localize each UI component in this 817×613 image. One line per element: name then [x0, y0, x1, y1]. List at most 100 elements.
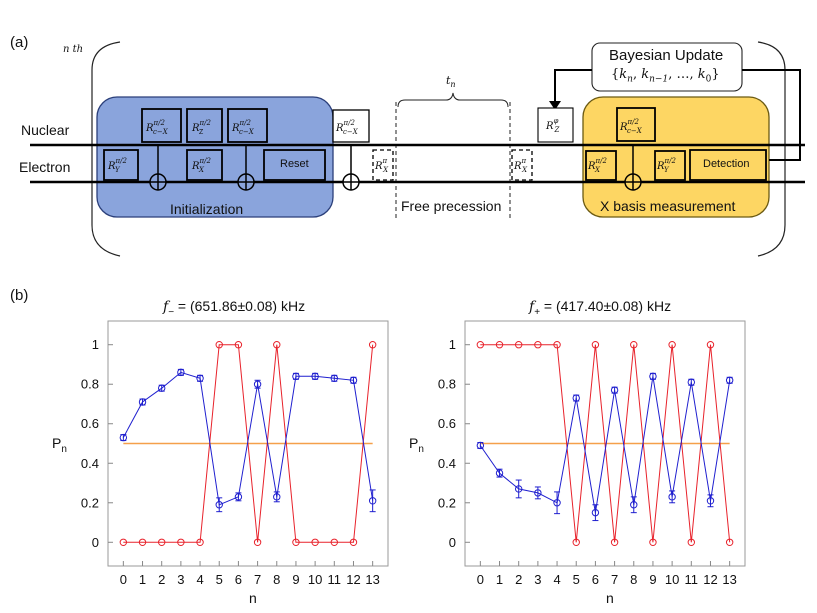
chart-2-title: f+ = (417.40±0.08) kHz	[529, 298, 672, 318]
data-point	[476, 441, 485, 450]
x-tick-label: 7	[254, 572, 261, 587]
data-point	[649, 538, 657, 546]
data-point	[330, 374, 339, 382]
x-tick-label: 10	[308, 572, 322, 587]
y-tick-label: 0.8	[81, 377, 99, 392]
x-tick-label: 3	[534, 572, 541, 587]
gate-ry-half-2	[654, 150, 686, 181]
free-precession-label: Free precession	[401, 198, 502, 214]
y-tick-label: 0.4	[81, 456, 99, 471]
x-tick-label: 12	[346, 572, 360, 587]
data-point	[349, 376, 358, 384]
y-tick-label: 1	[449, 337, 456, 352]
gate-rx-pi-1	[372, 149, 394, 181]
data-point	[119, 538, 128, 546]
x-tick-label: 11	[328, 572, 342, 587]
tn-brace	[397, 92, 509, 108]
gate-rcx-half-4	[616, 107, 656, 142]
reset-label: Reset	[280, 158, 309, 170]
data-point	[553, 341, 561, 349]
data-point	[687, 378, 696, 386]
data-point	[649, 372, 657, 381]
data-point	[253, 380, 262, 388]
x-tick-label: 11	[685, 572, 699, 587]
chart-1-ylabel: Pn	[52, 435, 67, 455]
reset-box	[263, 149, 326, 181]
y-tick-label: 0.4	[438, 456, 456, 471]
feedback-arrow-to-bayes	[742, 69, 801, 161]
x-tick-label: 2	[515, 572, 522, 587]
x-tick-label: 9	[292, 572, 299, 587]
x-tick-label: 4	[553, 572, 560, 587]
data-point	[514, 485, 523, 493]
panel-a-label: (a)	[10, 34, 29, 51]
x-tick-label: 8	[630, 572, 637, 587]
data-point	[572, 538, 580, 546]
x-basis-measurement-label: X basis measurement	[600, 198, 736, 214]
data-point	[495, 341, 504, 349]
x-tick-label: 5	[216, 572, 223, 587]
data-point	[311, 538, 319, 546]
gate-rx-pi-2	[511, 149, 533, 181]
data-point	[311, 372, 319, 381]
gate-rcx-half-3	[332, 109, 370, 143]
data-point	[591, 341, 600, 349]
data-point	[668, 493, 676, 501]
gate-rz-phi	[537, 107, 574, 143]
y-tick-label: 1	[92, 337, 99, 352]
arrowhead-to-rz	[549, 101, 561, 110]
data-point	[476, 341, 485, 349]
x-tick-label: 5	[573, 572, 580, 587]
data-point	[349, 538, 358, 546]
y-tick-label: 0	[449, 535, 456, 550]
x-tick-label: 2	[158, 572, 165, 587]
y-tick-label: 0.6	[438, 416, 456, 431]
data-point	[706, 341, 715, 349]
data-point	[610, 538, 619, 546]
x-tick-label: 13	[365, 572, 379, 587]
data-point	[687, 538, 696, 546]
detection-box	[689, 149, 767, 181]
bayesian-update-box	[591, 42, 743, 92]
loop-left-bracket	[91, 41, 121, 257]
data-point	[292, 372, 300, 381]
x-tick-label: 1	[496, 572, 503, 587]
nuclear-wire-label: Nuclear	[21, 122, 70, 138]
data-point	[196, 538, 204, 546]
x-tick-label: 9	[649, 572, 656, 587]
data-point	[368, 497, 377, 505]
data-point	[630, 341, 638, 349]
data-point	[725, 376, 734, 384]
data-point	[273, 493, 281, 501]
bayesian-update-title: Bayesian Update	[609, 47, 724, 64]
x-tick-label: 6	[592, 572, 599, 587]
x-tick-label: 12	[703, 572, 717, 587]
chart-2-ylabel: Pn	[409, 435, 424, 455]
data-point	[177, 368, 185, 377]
x-tick-label: 1	[139, 572, 146, 587]
data-point	[591, 508, 600, 517]
x-tick-label: 4	[196, 572, 203, 587]
gate-rcx-half-1	[141, 108, 182, 143]
electron-wire-label: Electron	[19, 159, 71, 175]
x-tick-label: 8	[273, 572, 280, 587]
cnot-4	[624, 145, 642, 191]
feedback-arrow-to-rz	[554, 69, 592, 103]
x-tick-label: 3	[177, 572, 184, 587]
bayesian-update-set: {kn, kn−1, …, k0}	[611, 67, 720, 85]
gate-rx-half-2	[585, 150, 617, 181]
data-point	[157, 384, 166, 392]
x-tick-label: 0	[477, 572, 484, 587]
